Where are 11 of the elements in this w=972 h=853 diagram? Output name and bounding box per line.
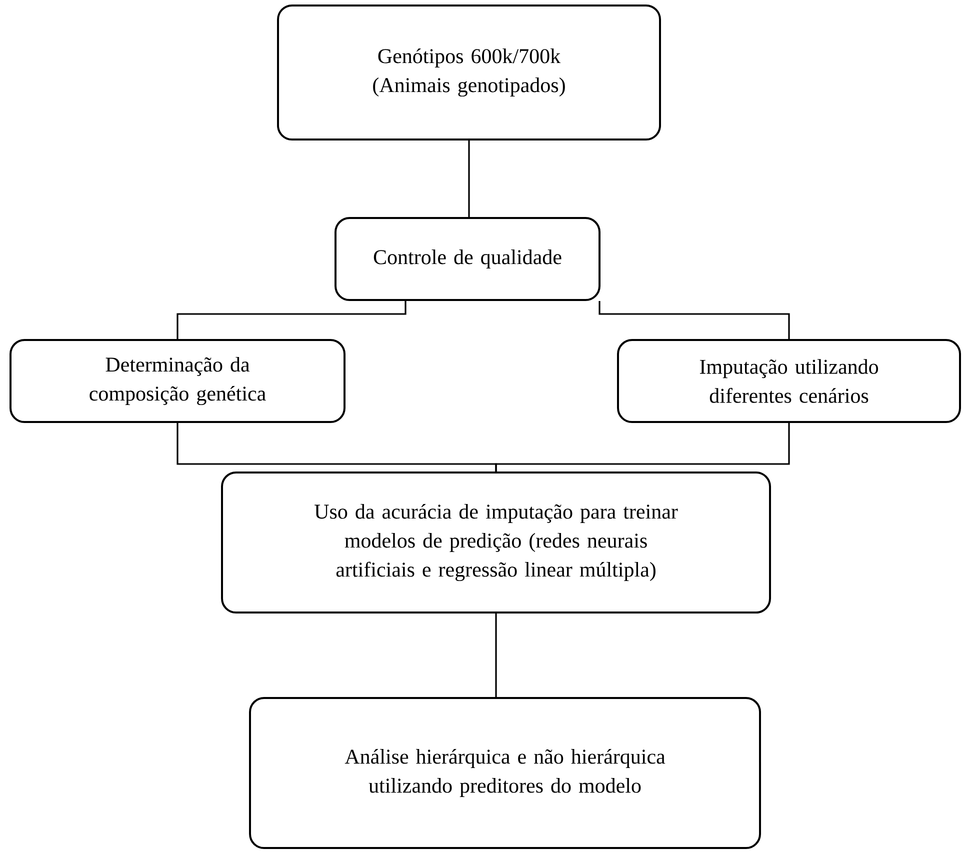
process-box: Análise hierárquica e não hierárquica utilizando preditores do modelo xyxy=(249,697,762,850)
process-box: Determinação da composição genética xyxy=(10,339,346,423)
connector-line xyxy=(176,301,406,339)
process-box: Uso da acurácia de imputação para treinar modelos de predição (redes neurais artificiais e regressão linear múltipla) xyxy=(221,472,771,614)
connector-line xyxy=(495,614,497,698)
process-box: Imputação utilizando diferentes cenários xyxy=(617,339,961,423)
connector-line xyxy=(468,140,470,217)
process-box: Genótipos 600k/700k (Animais genotipados) xyxy=(277,4,661,140)
connector-line xyxy=(495,423,790,472)
process-box: Controle de qualidade xyxy=(334,217,600,301)
connector-line xyxy=(598,301,790,339)
